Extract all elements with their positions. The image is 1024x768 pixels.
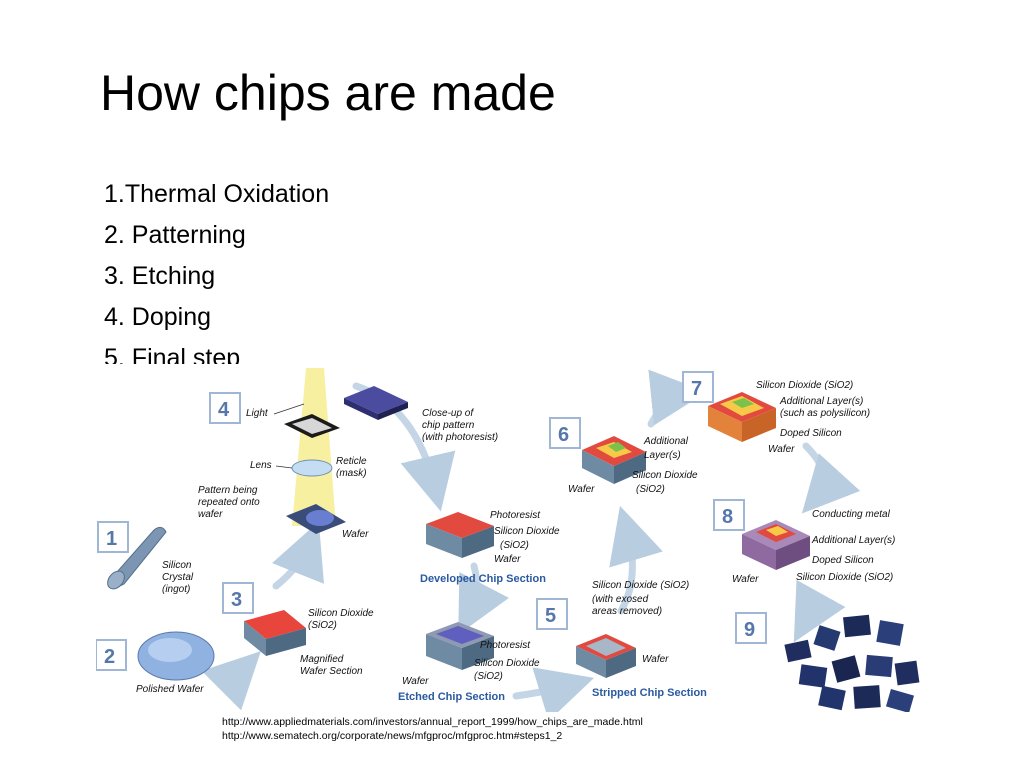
svg-text:Light: Light — [246, 408, 269, 419]
svg-text:Wafer Section: Wafer Section — [300, 666, 363, 677]
step-number-3: 3 — [222, 582, 254, 614]
reference-link[interactable]: http://www.sematech.org/corporate/news/m… — [222, 730, 563, 742]
svg-text:Wafer: Wafer — [642, 654, 669, 665]
slide-title: How chips are made — [100, 65, 556, 121]
step-number-7: 7 — [682, 371, 714, 403]
svg-text:1: 1 — [106, 528, 117, 550]
svg-text:Crystal: Crystal — [162, 572, 194, 583]
step-item: 2. Patterning — [104, 221, 246, 249]
svg-text:Reticle: Reticle — [336, 456, 367, 467]
svg-text:Pattern being: Pattern being — [198, 485, 258, 496]
reference-links: http://www.appliedmaterials.com/investor… — [222, 715, 643, 743]
svg-text:areas removed): areas removed) — [592, 606, 662, 617]
svg-text:Silicon Dioxide (SiO2): Silicon Dioxide (SiO2) — [756, 380, 853, 391]
silicon-ingot-illustration: Silicon Crystal (ingot) — [107, 526, 194, 595]
svg-text:(SiO2): (SiO2) — [474, 671, 503, 682]
svg-text:(mask): (mask) — [336, 468, 367, 479]
step-number-2: 2 — [96, 639, 127, 671]
etched-chip-section-illustration: Photoresist Silicon Dioxide (SiO2) Wafer… — [398, 622, 540, 703]
step-item: 4. Doping — [104, 303, 212, 331]
step-number-8: 8 — [713, 499, 745, 531]
svg-text:Wafer: Wafer — [768, 444, 795, 455]
step-number-9: 9 — [735, 612, 767, 644]
svg-text:Silicon Dioxide: Silicon Dioxide — [632, 470, 698, 481]
svg-text:Silicon Dioxide: Silicon Dioxide — [494, 526, 560, 537]
svg-text:7: 7 — [691, 378, 702, 400]
process-steps-list: 1.Thermal Oxidation 2. Patterning 3. Etc… — [104, 174, 504, 364]
svg-text:(SiO2): (SiO2) — [636, 484, 665, 495]
svg-text:Doped Silicon: Doped Silicon — [780, 428, 842, 439]
svg-text:Layer(s): Layer(s) — [644, 450, 681, 461]
stripped-chip-section-illustration: Silicon Dioxide (SiO2) (with exosed area… — [576, 580, 707, 699]
svg-text:Etched Chip Section: Etched Chip Section — [398, 691, 505, 703]
svg-text:wafer: wafer — [198, 509, 223, 520]
svg-text:Lens: Lens — [250, 460, 272, 471]
doped-silicon-chip-illustration: Silicon Dioxide (SiO2) Additional Layer(… — [708, 380, 870, 455]
svg-text:repeated onto: repeated onto — [198, 497, 260, 508]
svg-text:Additional: Additional — [643, 436, 689, 447]
svg-text:Silicon Dioxide: Silicon Dioxide — [308, 608, 374, 619]
svg-text:Polished Wafer: Polished Wafer — [136, 684, 204, 695]
svg-text:Photoresist: Photoresist — [490, 510, 541, 521]
closeup-chip-pattern-illustration: Close-up of chip pattern (with photoresi… — [344, 386, 498, 443]
svg-text:(such as polysilicon): (such as polysilicon) — [780, 408, 870, 419]
magnified-wafer-section-illustration: Silicon Dioxide (SiO2) Magnified Wafer S… — [244, 608, 374, 677]
svg-text:Wafer: Wafer — [494, 554, 521, 565]
svg-text:Additional Layer(s): Additional Layer(s) — [779, 396, 863, 407]
svg-text:Additional Layer(s): Additional Layer(s) — [811, 535, 895, 546]
svg-text:Close-up of: Close-up of — [422, 408, 474, 419]
step-item: 3. Etching — [104, 262, 216, 290]
svg-text:3: 3 — [231, 589, 242, 611]
svg-text:Wafer: Wafer — [342, 529, 369, 540]
step-item: 1.Thermal Oxidation — [104, 180, 330, 208]
finished-dies-illustration — [784, 614, 920, 712]
svg-text:(with exosed: (with exosed — [592, 594, 649, 605]
conducting-metal-chip-illustration: Conducting metal Additional Layer(s) Dop… — [732, 509, 895, 585]
svg-text:Developed Chip Section: Developed Chip Section — [420, 573, 546, 585]
svg-text:9: 9 — [744, 619, 755, 641]
svg-text:Photoresist: Photoresist — [480, 640, 531, 651]
developed-chip-section-illustration: Photoresist Silicon Dioxide (SiO2) Wafer… — [420, 510, 560, 585]
svg-text:Silicon Dioxide (SiO2): Silicon Dioxide (SiO2) — [796, 572, 893, 583]
svg-text:Silicon Dioxide: Silicon Dioxide — [474, 658, 540, 669]
svg-text:Doped Silicon: Doped Silicon — [812, 555, 874, 566]
svg-text:Wafer: Wafer — [732, 574, 759, 585]
additional-layer-chip-illustration: Additional Layer(s) Silicon Dioxide (SiO… — [568, 436, 698, 495]
step-number-boxes: 1 2 3 4 5 6 7 8 9 — [96, 371, 767, 671]
svg-text:6: 6 — [558, 424, 569, 446]
step-number-4: 4 — [209, 392, 241, 424]
svg-text:Silicon: Silicon — [162, 560, 192, 571]
svg-text:5: 5 — [545, 605, 556, 627]
chip-process-illustration: 1 2 3 4 5 6 7 8 9 Silicon Crystal (ingot… — [96, 368, 920, 712]
lithography-illustration: Light Lens Reticle (mask) Pattern being … — [198, 368, 369, 540]
svg-text:Wafer: Wafer — [402, 676, 429, 687]
svg-text:(SiO2): (SiO2) — [308, 620, 337, 631]
step-item: 5. Final step — [104, 344, 241, 364]
svg-text:4: 4 — [218, 399, 230, 421]
step-number-6: 6 — [549, 417, 581, 449]
step-number-1: 1 — [97, 521, 129, 553]
svg-text:chip pattern: chip pattern — [422, 420, 475, 431]
svg-text:2: 2 — [104, 646, 115, 668]
svg-text:Magnified: Magnified — [300, 654, 344, 665]
svg-text:(with photoresist): (with photoresist) — [422, 432, 498, 443]
svg-text:(SiO2): (SiO2) — [500, 540, 529, 551]
svg-text:Conducting metal: Conducting metal — [812, 509, 891, 520]
svg-text:Wafer: Wafer — [568, 484, 595, 495]
svg-text:8: 8 — [722, 506, 733, 528]
svg-text:Stripped Chip Section: Stripped Chip Section — [592, 687, 707, 699]
svg-text:Silicon Dioxide (SiO2): Silicon Dioxide (SiO2) — [592, 580, 689, 591]
chip-process-diagram: 1 2 3 4 5 6 7 8 9 Silicon Crystal (ingot… — [96, 366, 922, 712]
svg-text:(ingot): (ingot) — [162, 584, 190, 595]
step-number-5: 5 — [536, 598, 568, 630]
polished-wafer-illustration: Polished Wafer — [136, 631, 215, 695]
reference-link[interactable]: http://www.appliedmaterials.com/investor… — [222, 716, 643, 728]
